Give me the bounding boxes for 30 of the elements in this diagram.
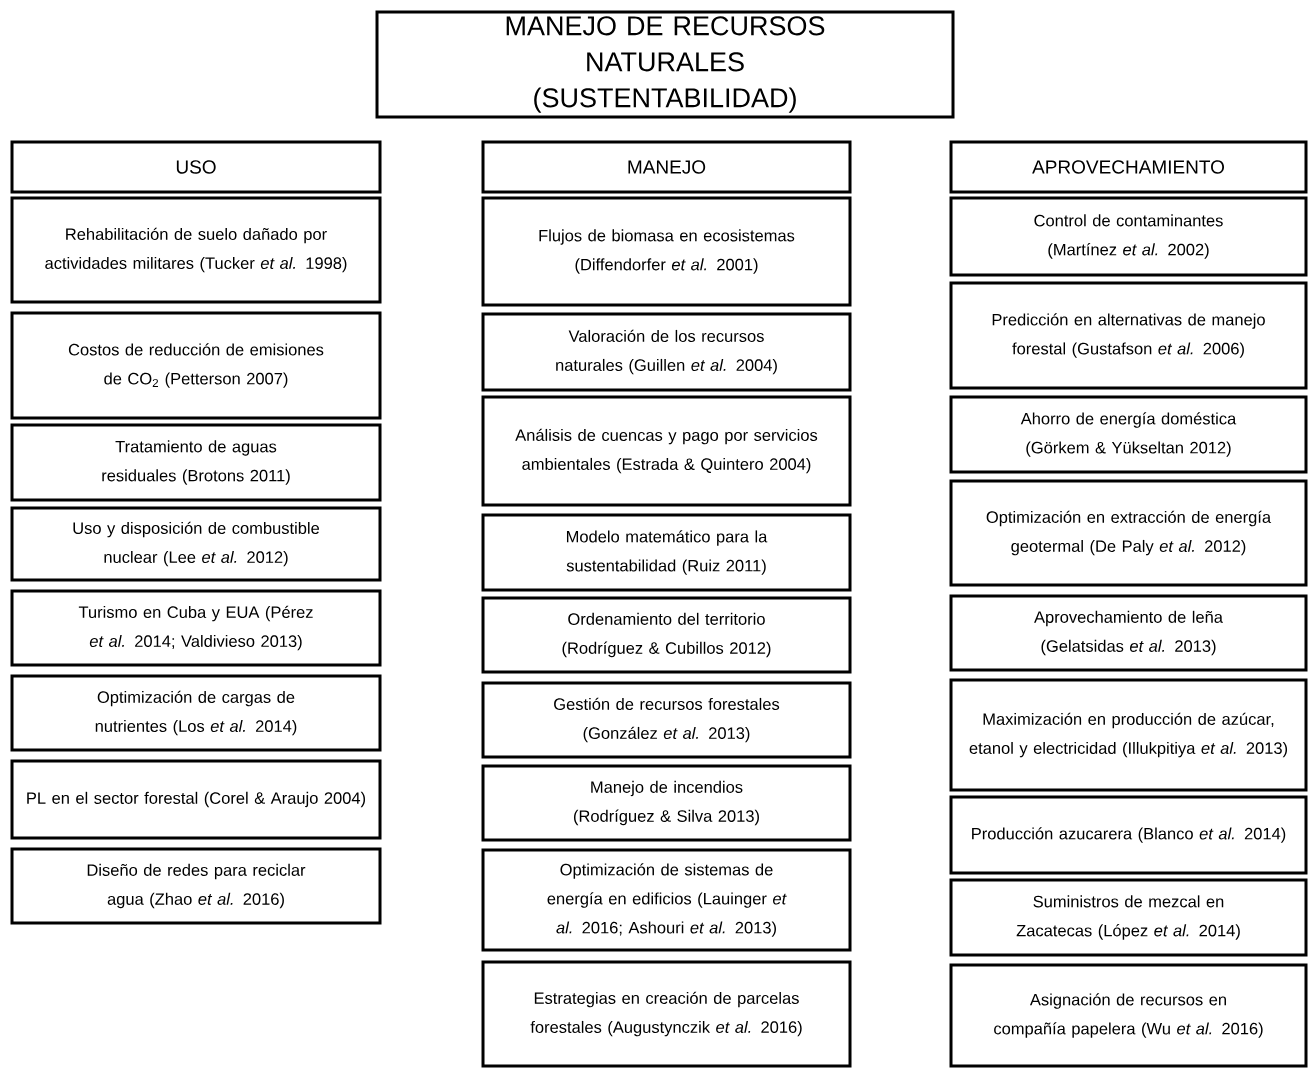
title-box: MANEJO DE RECURSOS NATURALES (SUSTENTABILIDAD) <box>375 10 955 119</box>
topic-box: Uso y disposición de combustible nuclear (Lee et al. 2012) <box>10 506 382 582</box>
topic-box: Flujos de biomasa en ecosistemas (Diffendorfer et al. 2001) <box>481 196 852 307</box>
column-header-box: MANEJO <box>481 140 852 194</box>
topic-box: Asignación de recursos en compañía papelera (Wu et al. 2016) <box>949 963 1308 1068</box>
topic-box: PL en el sector forestal (Corel & Araujo 2004) <box>10 759 382 840</box>
column-header-box: USO <box>10 140 382 194</box>
topic-box: Optimización en extracción de energía geotermal (De Paly et al. 2012) <box>949 479 1308 587</box>
topic-box: Diseño de redes para reciclar agua (Zhao et al. 2016) <box>10 847 382 925</box>
topic-box: Gestión de recursos forestales (González et al. 2013) <box>481 681 852 759</box>
topic-box: Suministros de mezcal en Zacatecas (López et al. 2014) <box>949 878 1308 957</box>
topic-box: Ordenamiento del territorio (Rodríguez & Cubillos 2012) <box>481 596 852 674</box>
topic-box: Tratamiento de aguas residuales (Brotons 2011) <box>10 423 382 502</box>
topic-box: Aprovechamiento de leña (Gelatsidas et al. 2013) <box>949 594 1308 672</box>
topic-box: Maximización en producción de azúcar, etanol y electricidad (Illukpitiya et al. 2013) <box>949 678 1308 792</box>
topic-box: Valoración de los recursos naturales (Guillen et al. 2004) <box>481 312 852 392</box>
topic-box: Estrategias en creación de parcelas forestales (Augustynczik et al. 2016) <box>481 960 852 1068</box>
topic-box: Ahorro de energía doméstica (Görkem & Yükseltan 2012) <box>949 395 1308 474</box>
column-header-box: APROVECHAMIENTO <box>949 140 1308 194</box>
topic-box: Rehabilitación de suelo dañado por actividades militares (Tucker et al. 1998) <box>10 196 382 304</box>
topic-box: Modelo matemático para la sustentabilidad (Ruiz 2011) <box>481 513 852 592</box>
topic-box: Optimización de sistemas de energía en edificios (Lauinger et al. 2016; Ashouri et al. 2013) <box>481 848 852 952</box>
topic-box: Costos de reducción de emisiones de CO$_{2}$ (Petterson 2007) <box>10 311 382 420</box>
topic-box: Control de contaminantes (Martínez et al. 2002) <box>949 196 1308 277</box>
topic-box: Análisis de cuencas y pago por servicios ambientales (Estrada & Quintero 2004) <box>481 395 852 507</box>
topic-box: Producción azucarera (Blanco et al. 2014) <box>949 795 1308 875</box>
topic-box: Manejo de incendios (Rodríguez & Silva 2013) <box>481 764 852 842</box>
topic-box: Predicción en alternativas de manejo forestal (Gustafson et al. 2006) <box>949 281 1308 390</box>
topic-box: Optimización de cargas de nutrientes (Los et al. 2014) <box>10 674 382 752</box>
topic-box: Turismo en Cuba y EUA (Pérez et al. 2014; Valdivieso 2013) <box>10 589 382 667</box>
